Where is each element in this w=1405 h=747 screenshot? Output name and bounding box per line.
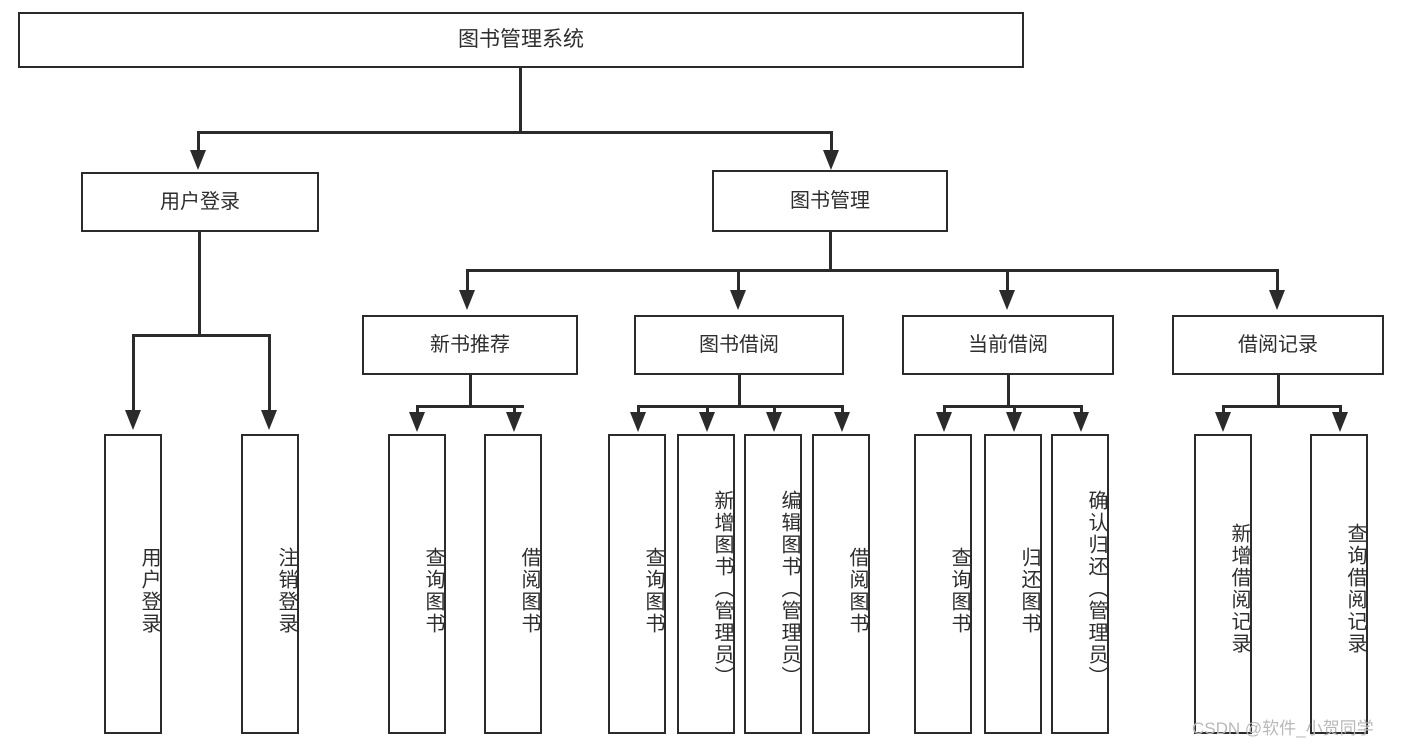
leaf-edit-book-admin[interactable]: 编辑图书（管理员） xyxy=(744,434,802,734)
edge-bm-to-borrow-record xyxy=(1276,269,1279,295)
edge-new-book-bus xyxy=(416,405,524,408)
edge-bm-to-new-book xyxy=(466,269,469,295)
edge-book-borrow-to-leaf-3 xyxy=(841,405,844,417)
arrow-bm-to-current-borrow xyxy=(999,290,1015,310)
arrow-borrow-record-to-leaf-1 xyxy=(1332,412,1348,432)
node-label: 注销登录 xyxy=(275,547,297,635)
arrow-book-borrow-to-leaf-3 xyxy=(834,412,850,432)
leaf-user-login[interactable]: 用户登录 xyxy=(104,434,162,734)
arrow-user-login-to-leaf-0 xyxy=(125,410,141,430)
arrow-bm-to-book-borrow xyxy=(730,290,746,310)
edge-root-bus xyxy=(197,131,833,134)
node-label: 用户登录 xyxy=(138,547,160,635)
edge-book-borrow-to-leaf-2 xyxy=(773,405,776,417)
leaf-query-borrow-record[interactable]: 查询借阅记录 xyxy=(1310,434,1368,734)
leaf-add-borrow-record[interactable]: 新增借阅记录 xyxy=(1194,434,1252,734)
node-label: 确认归还（管理员） xyxy=(1085,490,1107,688)
edge-book-management-bus xyxy=(466,269,1278,272)
leaf-query-book-recommend[interactable]: 查询图书 xyxy=(388,434,446,734)
arrow-new-book-to-leaf-0 xyxy=(409,412,425,432)
leaf-query-book-borrow[interactable]: 查询图书 xyxy=(608,434,666,734)
arrow-user-login-to-leaf-1 xyxy=(261,410,277,430)
edge-bm-to-current-borrow xyxy=(1006,269,1009,295)
leaf-return-book[interactable]: 归还图书 xyxy=(984,434,1042,734)
arrow-book-borrow-to-leaf-2 xyxy=(766,412,782,432)
node-label: 图书管理系统 xyxy=(458,28,584,52)
leaf-logout[interactable]: 注销登录 xyxy=(241,434,299,734)
edge-current-borrow-bus xyxy=(943,405,1081,408)
node-current-borrow[interactable]: 当前借阅 xyxy=(902,315,1114,375)
edge-user-login-stem xyxy=(198,232,201,336)
arrow-new-book-to-leaf-1 xyxy=(506,412,522,432)
edge-borrow-record-bus xyxy=(1222,405,1339,408)
node-label: 查询图书 xyxy=(422,547,444,635)
edge-book-borrow-bus xyxy=(637,405,843,408)
node-label: 查询图书 xyxy=(948,547,970,635)
edge-new-book-to-leaf-1 xyxy=(513,405,516,417)
node-root-book-management-system[interactable]: 图书管理系统 xyxy=(18,12,1024,68)
leaf-borrow-book[interactable]: 借阅图书 xyxy=(812,434,870,734)
edge-current-borrow-to-leaf-1 xyxy=(1013,405,1016,417)
node-label: 编辑图书（管理员） xyxy=(778,490,800,688)
arrow-bm-to-new-book xyxy=(459,290,475,310)
leaf-query-book-current[interactable]: 查询图书 xyxy=(914,434,972,734)
edge-book-management-stem xyxy=(829,232,832,272)
node-label: 新书推荐 xyxy=(430,333,510,356)
node-label: 归还图书 xyxy=(1018,547,1040,635)
node-label: 查询借阅记录 xyxy=(1344,523,1366,655)
arrow-bm-to-borrow-record xyxy=(1269,290,1285,310)
node-label: 图书借阅 xyxy=(699,333,779,356)
node-label: 借阅图书 xyxy=(846,547,868,635)
edge-root-to-user-login xyxy=(197,131,200,157)
node-label: 借阅图书 xyxy=(518,547,540,635)
arrow-book-borrow-to-leaf-1 xyxy=(699,412,715,432)
node-label: 当前借阅 xyxy=(968,333,1048,356)
leaf-add-book-admin[interactable]: 新增图书（管理员） xyxy=(677,434,735,734)
edge-borrow-record-to-leaf-0 xyxy=(1222,405,1225,417)
edge-book-borrow-to-leaf-0 xyxy=(637,405,640,417)
arrow-book-borrow-to-leaf-0 xyxy=(630,412,646,432)
arrow-current-borrow-to-leaf-1 xyxy=(1006,412,1022,432)
edge-borrow-record-to-leaf-1 xyxy=(1339,405,1342,417)
arrow-root-to-book-management xyxy=(823,150,839,170)
edge-current-borrow-to-leaf-2 xyxy=(1080,405,1083,417)
edge-book-borrow-stem xyxy=(738,375,741,408)
arrow-borrow-record-to-leaf-0 xyxy=(1215,412,1231,432)
edge-current-borrow-stem xyxy=(1007,375,1010,408)
edge-book-borrow-to-leaf-1 xyxy=(706,405,709,417)
leaf-borrow-book-recommend[interactable]: 借阅图书 xyxy=(484,434,542,734)
edge-root-to-book-management xyxy=(830,131,833,157)
edge-borrow-record-stem xyxy=(1277,375,1280,408)
edge-current-borrow-to-leaf-0 xyxy=(943,405,946,417)
edge-user-login-to-leaf-0 xyxy=(132,334,135,416)
edge-root-stem xyxy=(519,68,522,133)
edge-bm-to-book-borrow xyxy=(737,269,740,295)
node-borrow-record[interactable]: 借阅记录 xyxy=(1172,315,1384,375)
edge-new-book-stem xyxy=(469,375,472,408)
node-label: 新增图书（管理员） xyxy=(711,490,733,688)
node-user-login[interactable]: 用户登录 xyxy=(81,172,319,232)
edge-user-login-bus xyxy=(132,334,268,337)
node-label: 新增借阅记录 xyxy=(1228,523,1250,655)
node-label: 查询图书 xyxy=(642,547,664,635)
node-label: 借阅记录 xyxy=(1238,333,1318,356)
node-label: 用户登录 xyxy=(160,190,240,213)
edge-new-book-to-leaf-0 xyxy=(416,405,419,417)
leaf-confirm-return-admin[interactable]: 确认归还（管理员） xyxy=(1051,434,1109,734)
node-new-book-recommend[interactable]: 新书推荐 xyxy=(362,315,578,375)
arrow-current-borrow-to-leaf-2 xyxy=(1073,412,1089,432)
node-label: 图书管理 xyxy=(790,189,870,212)
arrow-current-borrow-to-leaf-0 xyxy=(936,412,952,432)
node-book-borrow[interactable]: 图书借阅 xyxy=(634,315,844,375)
edge-user-login-to-leaf-1 xyxy=(268,334,271,416)
node-book-management[interactable]: 图书管理 xyxy=(712,170,948,232)
arrow-root-to-user-login xyxy=(190,150,206,170)
